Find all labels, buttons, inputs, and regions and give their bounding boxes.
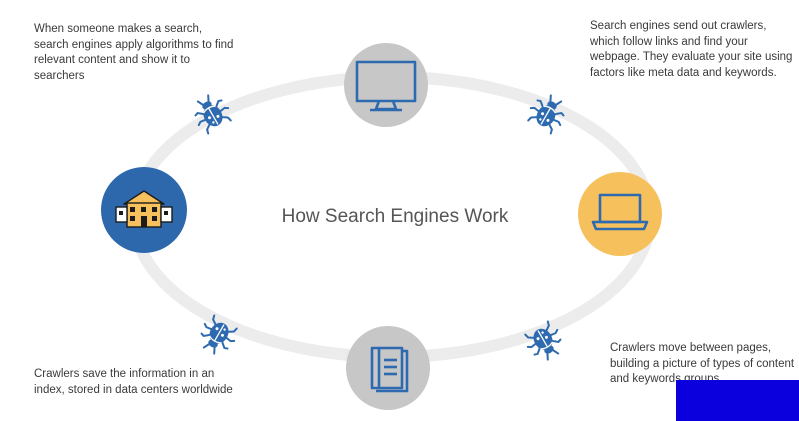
index-node	[346, 326, 430, 410]
caption-index-storage: Crawlers save the information in an inde…	[34, 368, 233, 396]
diagram-title: How Search Engines Work	[281, 206, 509, 227]
redaction-block	[676, 380, 799, 421]
laptop-node	[578, 172, 662, 256]
laptop-icon	[591, 193, 649, 231]
book-index-icon	[370, 346, 409, 393]
monitor-node	[344, 43, 428, 127]
data-center-building-icon	[115, 190, 173, 228]
desktop-monitor-icon	[355, 60, 417, 112]
caption-crawlers-find-pages: Search engines send out crawlers, which …	[590, 20, 793, 79]
caption-search-results: When someone makes a search, search engi…	[34, 23, 234, 82]
datacenter-node	[101, 167, 187, 253]
